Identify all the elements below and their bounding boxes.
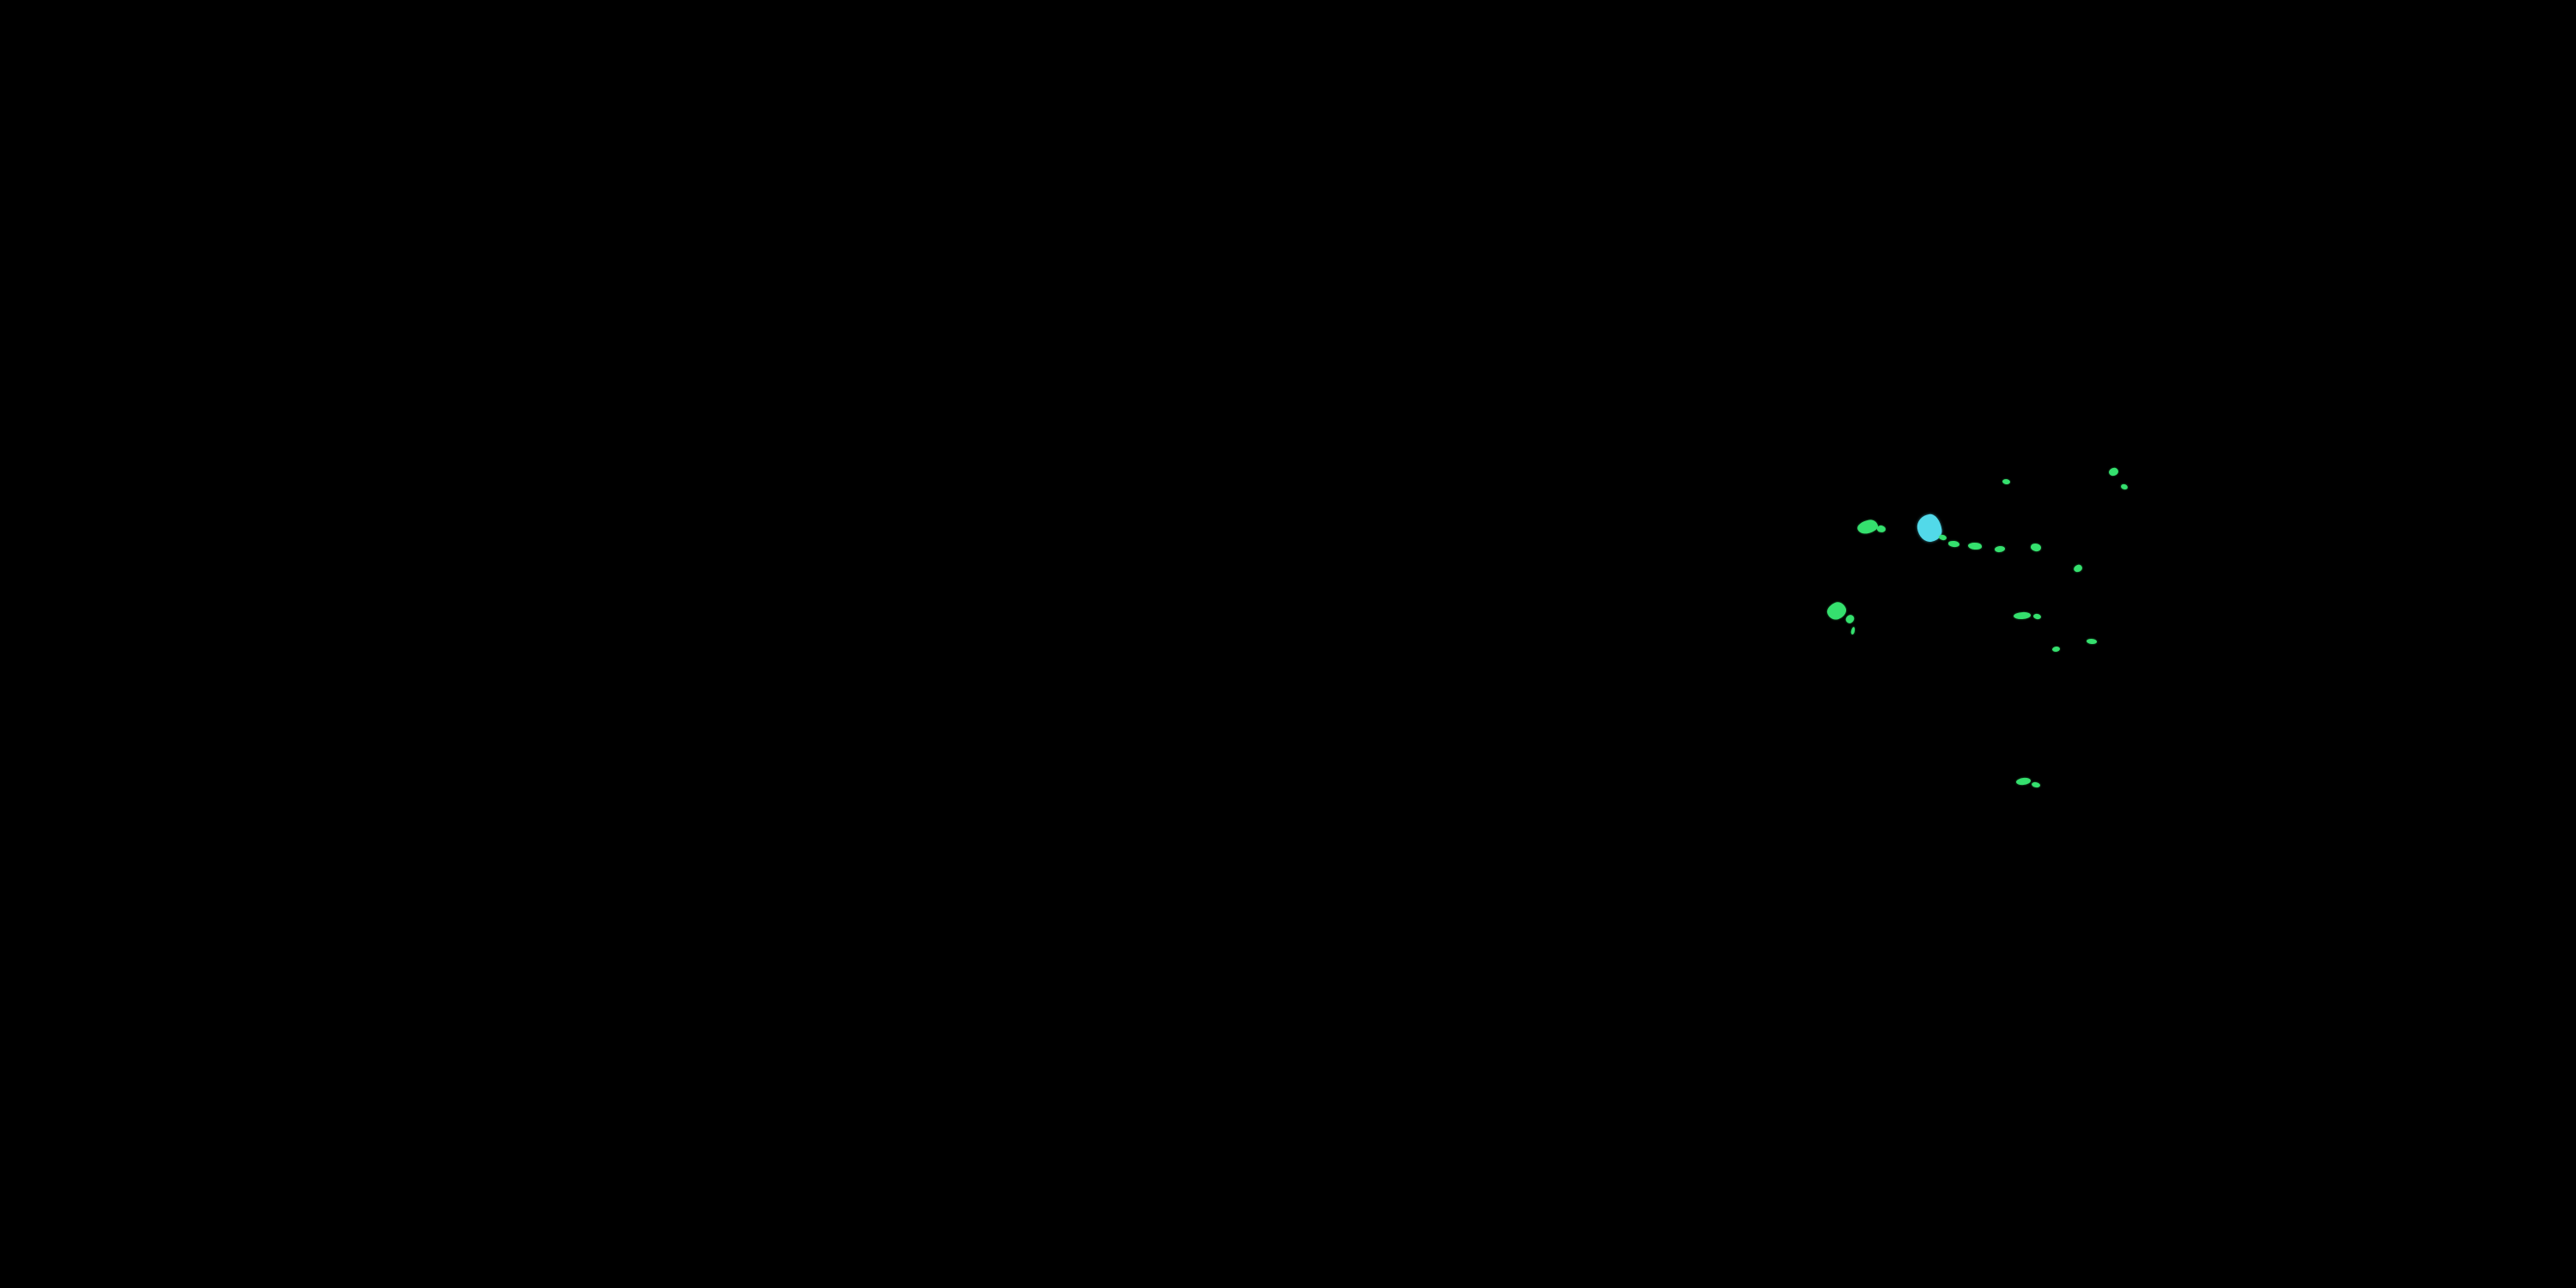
- map-feature[interactable]: [2108, 466, 2119, 477]
- map-feature[interactable]: [2031, 781, 2041, 788]
- map-feature[interactable]: [1844, 613, 1856, 625]
- map-feature[interactable]: [1938, 534, 1947, 541]
- map-feature[interactable]: [1856, 518, 1880, 536]
- map-feature[interactable]: [1967, 542, 1983, 550]
- map-feature[interactable]: [1876, 524, 1886, 534]
- map-feature[interactable]: [1947, 540, 1960, 548]
- map-feature[interactable]: [2051, 646, 2061, 653]
- map-feature[interactable]: [2002, 478, 2011, 485]
- map-feature[interactable]: [1850, 626, 1856, 635]
- map-feature[interactable]: [2013, 611, 2032, 620]
- map-feature[interactable]: [2120, 483, 2129, 491]
- map-feature[interactable]: [2032, 613, 2042, 620]
- map-feature[interactable]: [2072, 563, 2084, 574]
- map-feature[interactable]: [1994, 545, 2006, 553]
- map-feature[interactable]: [2015, 777, 2032, 786]
- map-feature[interactable]: [2086, 638, 2098, 645]
- map-feature[interactable]: [2030, 542, 2042, 553]
